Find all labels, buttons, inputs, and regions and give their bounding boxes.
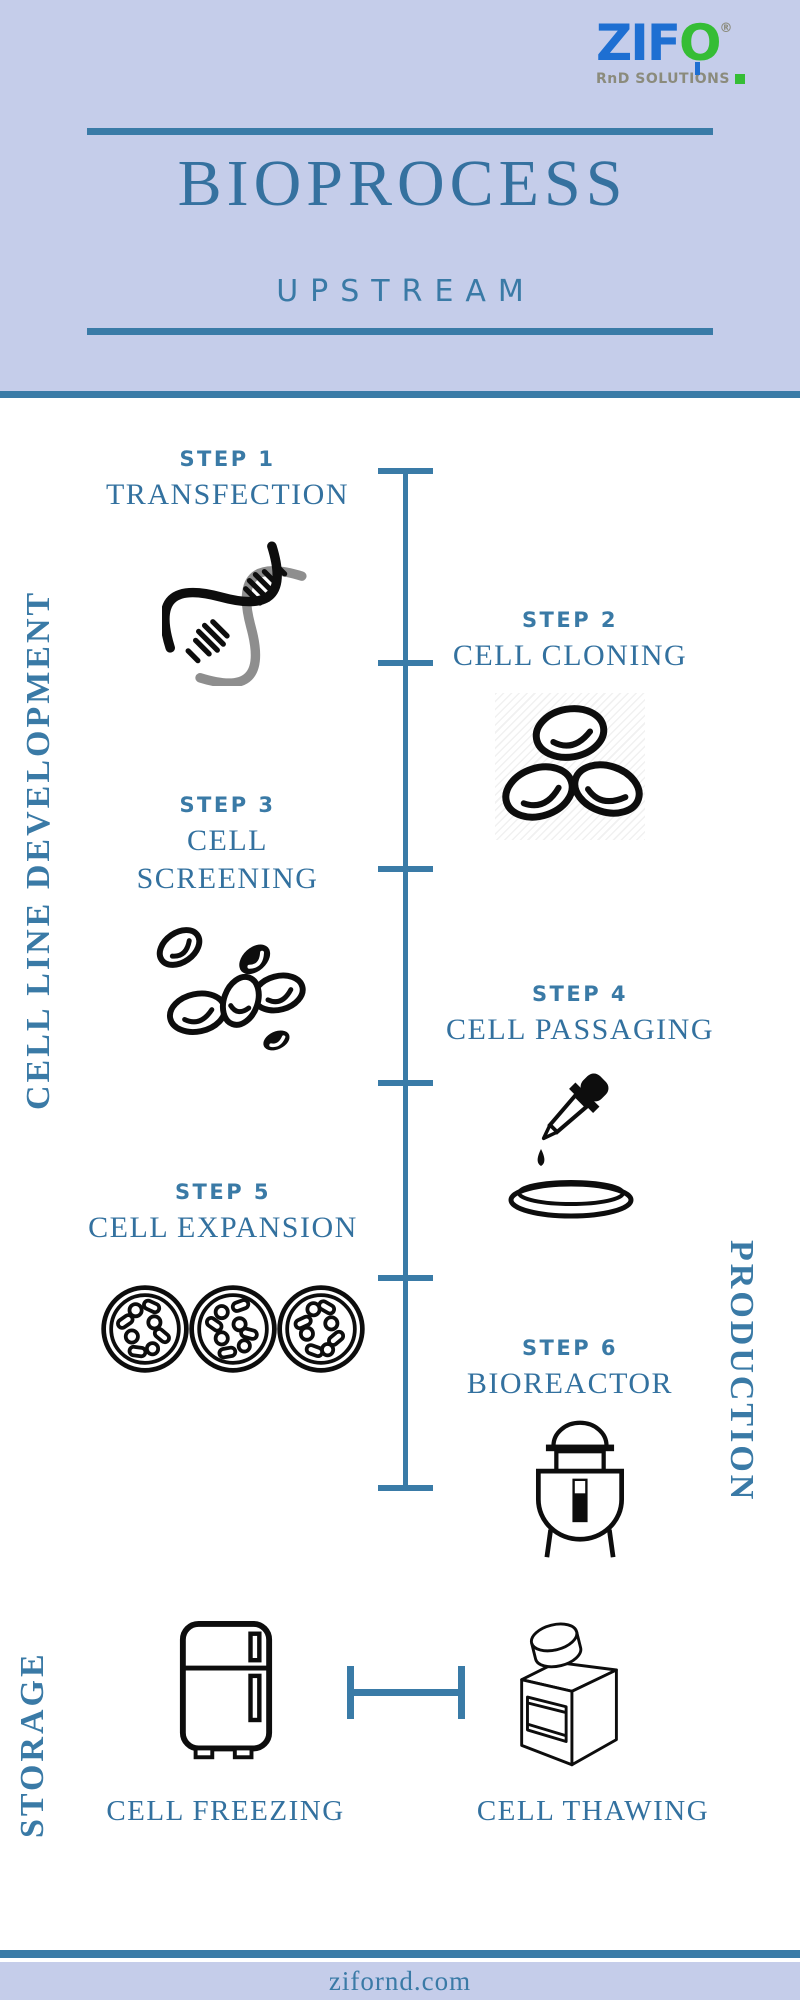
timeline-tick	[378, 660, 433, 666]
step-2-title: CELL CLONING	[452, 639, 688, 672]
step-1-title: TRANSFECTION	[105, 478, 349, 511]
cell-freezing-label: CELL FREEZING	[106, 1795, 345, 1827]
storage-connector-right-cap	[458, 1666, 465, 1719]
logo-text-zif: ZIF	[596, 14, 681, 72]
storage-connector-left-cap	[347, 1666, 354, 1719]
petri-dish-colonies-icon	[98, 1282, 365, 1376]
dna-helix-icon	[162, 541, 307, 686]
header-rule-top	[87, 128, 713, 135]
page-title: BIOPROCESS	[177, 147, 628, 220]
step-6-block: STEP 6 BIOREACTOR	[425, 1336, 715, 1403]
step-5-block: STEP 5 CELL EXPANSION	[58, 1180, 388, 1247]
petri-dish-icon	[101, 1285, 189, 1373]
timeline-tick	[378, 866, 433, 872]
storage-connector	[352, 1689, 460, 1696]
step-5-title: CELL EXPANSION	[88, 1211, 358, 1244]
thawing-device-icon	[520, 1622, 618, 1767]
step-4-block: STEP 4 CELL PASSAGING	[420, 982, 740, 1049]
step-6-number: STEP 6	[521, 1336, 619, 1360]
logo-green-square	[734, 74, 745, 84]
header-band	[0, 0, 800, 391]
header-band-accent-rule	[0, 391, 800, 398]
step-1-block: STEP 1 TRANSFECTION	[75, 447, 380, 514]
footer-band	[0, 1962, 800, 2000]
registered-mark: ®	[719, 21, 733, 36]
logo-subtitle-text: RnD SOLUTIONS	[596, 71, 730, 87]
timeline-tick	[378, 468, 433, 474]
step-1-number: STEP 1	[179, 447, 276, 471]
timeline-tick	[378, 1485, 433, 1491]
timeline-line	[403, 470, 408, 1488]
dropper-petri-dish-icon	[508, 1073, 634, 1219]
timeline-tick	[378, 1080, 433, 1086]
step-2-block: STEP 2 CELL CLONING	[420, 608, 720, 675]
header-rule-bottom	[87, 328, 713, 335]
bioreactor-icon	[535, 1420, 625, 1558]
cell-thawing-label: CELL THAWING	[476, 1795, 710, 1827]
step-4-title: CELL PASSAGING	[446, 1013, 714, 1046]
vertical-label-storage: STORAGE	[14, 1651, 51, 1838]
step-3-block: STEP 3 CELL SCREENING	[105, 793, 350, 897]
vertical-label-production: PRODUCTION	[723, 1240, 760, 1503]
step-5-number: STEP 5	[174, 1180, 272, 1204]
logo-subtitle: RnD SOLUTIONS	[596, 71, 782, 87]
scattered-cells-icon	[156, 927, 306, 1051]
footer-url: zifornd.com	[328, 1966, 472, 1996]
step-6-title: BIOREACTOR	[466, 1367, 674, 1400]
refrigerator-icon	[179, 1620, 273, 1760]
petri-dish-icon	[277, 1285, 365, 1373]
step-2-number: STEP 2	[521, 608, 619, 632]
timeline-tick	[378, 1275, 433, 1281]
step-3-title: CELL SCREENING	[136, 824, 319, 895]
logo-brand: ZIFO®	[596, 18, 782, 75]
step-3-number: STEP 3	[179, 793, 276, 817]
petri-dish-icon	[189, 1285, 277, 1373]
logo-text-o: O	[679, 14, 722, 75]
step-4-number: STEP 4	[531, 982, 629, 1006]
footer-rule	[0, 1950, 800, 1958]
drop	[537, 1149, 545, 1166]
logo-o-dash	[695, 62, 701, 75]
zifo-logo: ZIFO® RnD SOLUTIONS	[596, 18, 782, 87]
vertical-label-cell-line-development: CELL LINE DEVELOPMENT	[20, 589, 57, 1110]
cells-icon	[502, 705, 643, 821]
cells-icon-background	[495, 693, 645, 840]
page-subtitle: UPSTREAM	[276, 274, 536, 309]
